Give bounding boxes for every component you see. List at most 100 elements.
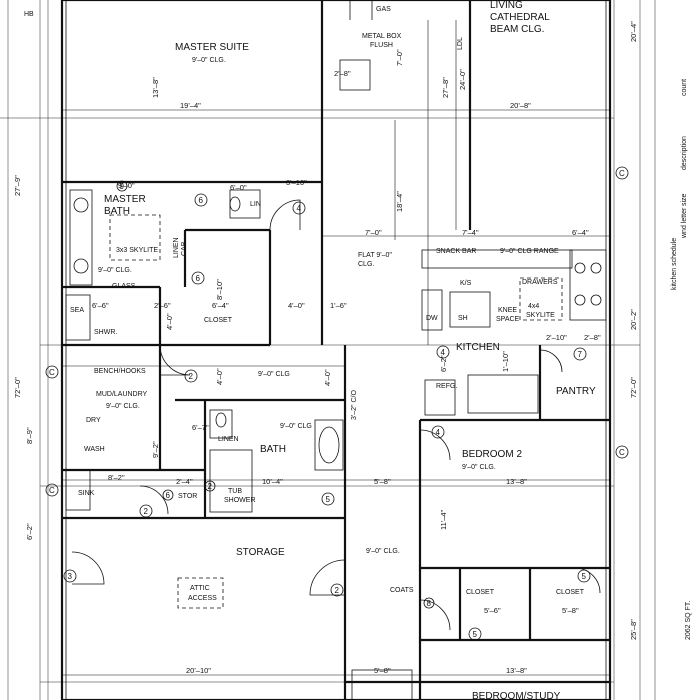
dim-text: 6'–4" [572,228,589,237]
door-tag: 5 [582,572,587,581]
door-tag: 2 [144,507,149,516]
dim-text: 25'–8" [629,619,638,640]
dimension-texts: 19'–4" 20'–8" 9'–0" 6'–0" 3'–10" 7'–0" 7… [92,69,601,675]
dim-text: 18'–4" [395,191,404,212]
dim-text: 13'–8" [151,77,160,98]
dw-note: DW [426,315,438,322]
schedule-col: size [681,193,688,206]
door-tag: 6 [199,196,204,205]
refrigerator-note: REFG. [436,383,457,390]
clg-note: CLG. [358,261,374,268]
dim-text: 2'–4" [176,477,193,486]
dim-text: 9'–2" [151,441,160,458]
dim-text: 10'–4" [262,477,283,486]
schedule-col: description [681,136,688,170]
room-closet-a: CLOSET [466,589,495,596]
dim-text: 13'–8" [506,477,527,486]
doors [71,199,601,631]
dim-text: 7'–4" [462,228,479,237]
dim-text: 5'–6" [484,606,501,615]
dim-text: 2'–6" [154,301,171,310]
dim-text: 20'–4" [629,21,638,42]
access-note: ACCESS [188,595,217,602]
room-master-bath: MASTER [104,194,146,205]
dim-text: 6'–2" [439,355,448,372]
ldl-note: LDL [457,37,464,50]
door-tag: 5 [473,630,478,639]
hose-bib-note: HB [24,11,34,18]
coats-note: COATS [390,587,414,594]
fixtures [65,0,607,700]
bench-note: BENCH/HOOKS [94,368,146,375]
dim-text: 6'–7" [192,423,209,432]
dim-text: 4'–0" [165,313,174,330]
clg-note: 9'–0" CLG [258,371,290,378]
title-block: kitchen schedule wnd letter size descrip… [671,79,692,640]
door-tag: 2 [208,482,213,491]
range-note: 9'–0" CLG RANGE [500,248,559,255]
door-tag: 7 [578,350,583,359]
dim-text: 8'–10" [215,279,224,300]
dim-text: 8'–2" [108,473,125,482]
dim-text: 2'–8" [334,69,351,78]
dim-text: 72'–0" [629,377,638,398]
metal-box-note: METAL BOX [362,33,402,40]
knee-space-note: KNEE [498,307,517,314]
clg-note: 9'–0" CLG. [98,267,132,274]
door-tags: 9 6 6 4 2 2 4 4 7 5 3 2 6 2 8 5 5 C C [45,166,629,641]
dim-text: 20'–2" [629,309,638,330]
washer-note: WASH [84,446,105,453]
dim-text: 6'–4" [212,301,229,310]
grid-tag: C [49,368,55,377]
room-closet: CLOSET [204,317,233,324]
room-cathedral: CATHEDRAL [490,12,550,23]
dim-text: 4'–0" [215,368,224,385]
cutout-note: 3'–2" C/O [351,390,358,420]
room-living: LIVING [490,0,523,11]
door-tag: 4 [297,204,302,213]
dim-text: 2'–8" [584,333,601,342]
schedule-col: count [681,79,688,96]
dim-text: 1'–10" [501,351,510,372]
vertical-dimension-texts: 13'–8" 27'–8" 24'–0" 7'–0" 18'–4" 8'–10"… [13,21,638,640]
dim-text: 6'–2" [25,523,34,540]
door-tag: 6 [196,274,201,283]
drawers-note: DRAWERS [522,279,558,286]
room-storage: STORAGE [236,547,285,558]
grid-tag: C [619,169,625,178]
cab-note: CAB [181,241,188,256]
dim-text: 27'–9" [13,175,22,196]
interior-walls [62,0,610,700]
dim-text: 19'–4" [180,101,201,110]
skylite-size: 4x4 [528,303,539,310]
door-tag: 4 [441,348,446,357]
dim-text: 4'–0" [288,301,305,310]
sink-note: SINK [78,490,95,497]
door-tag: 2 [335,586,340,595]
room-master-bath-2: BATH [104,206,130,217]
door-tag: 9 [120,182,125,191]
tub-note: TUB [228,488,242,495]
dim-text: 7'–0" [395,49,404,66]
flush-note: FLUSH [370,42,393,49]
shower-note-2: SHOWER [224,497,256,504]
room-bedroom-2: BEDROOM 2 [462,449,522,460]
dryer-note: DRY [86,417,101,424]
dim-text: 5'–8" [374,477,391,486]
dimension-lines [62,20,610,676]
clg-note: 9'–0" CLG. [366,548,400,555]
attic-note: ATTIC [190,585,210,592]
dim-text: 20'–10" [186,666,211,675]
clg-note: 9'–0" CLG. [192,57,226,64]
sh-note: SH [458,315,468,322]
dim-text: 5'–8" [562,606,579,615]
door-tag: 6 [166,491,171,500]
flat-clg-note: FLAT 9'–0" [358,252,392,259]
room-kitchen: KITCHEN [456,342,500,353]
dim-text: 3'–10" [286,178,307,187]
room-master-suite: MASTER SUITE [175,42,249,53]
dim-text: 72'–0" [13,377,22,398]
room-mud-laundry: MUD/LAUNDRY [96,391,148,398]
dim-text: 6'–6" [92,301,109,310]
